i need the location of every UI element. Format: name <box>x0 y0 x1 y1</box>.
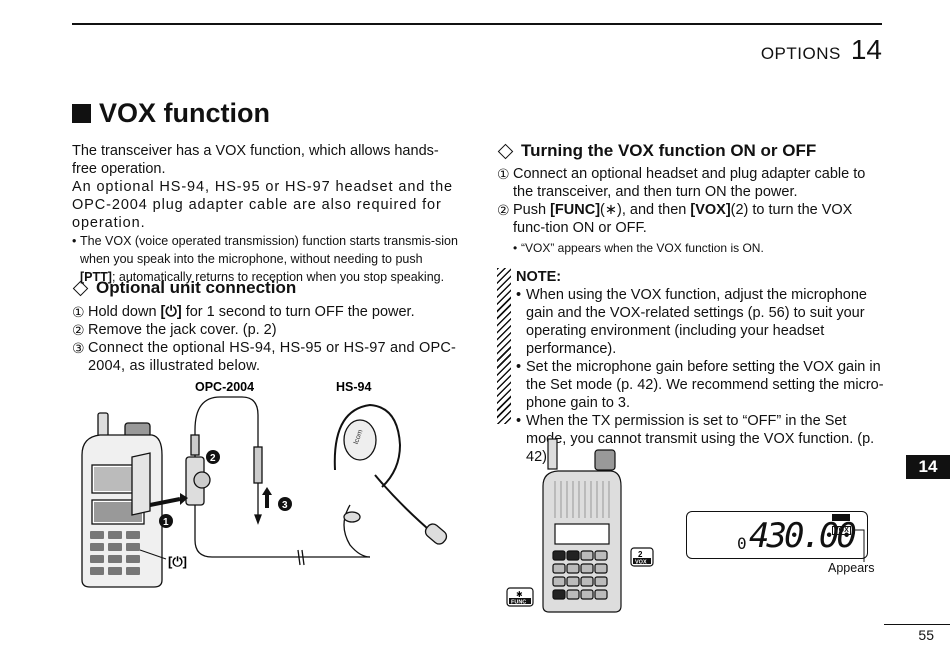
chapter-header: OPTIONS 14 <box>761 34 882 66</box>
step-number: ② <box>497 202 510 218</box>
note-item-3: •When the TX permission is set to “OFF” … <box>516 412 884 466</box>
turning-step-2: ② Push [FUNC](∗), and then [VOX](2) to t… <box>497 201 885 237</box>
turning-step-2-text-b: (∗), and then <box>600 202 691 218</box>
footer-rule <box>884 624 950 625</box>
diamond-icon <box>72 280 89 296</box>
optional-step-2: ② Remove the jack cover. (p. 2) <box>72 321 462 339</box>
step-number: ① <box>72 304 85 320</box>
callout-2-icon <box>206 450 220 464</box>
page-title-text: VOX function <box>99 98 270 128</box>
note-item-3-text: When the TX permission is set to “OFF” i… <box>526 413 875 465</box>
up-arrow-head-icon <box>262 487 272 495</box>
note-hatch-bar <box>497 268 511 424</box>
bullet-dot-icon: • <box>516 287 522 303</box>
vox-key-label: [VOX] <box>690 202 731 218</box>
note-item-2: •Set the microphone gain before setting … <box>516 358 884 412</box>
turning-step-1: ① Connect an optional headset and plug a… <box>497 165 885 201</box>
intro-bullet-text-a: The VOX (voice operated transmission) fu… <box>80 234 458 266</box>
power-button-label: [⏻] <box>168 554 187 569</box>
lcd-frequency: 430.00 <box>749 516 857 556</box>
mic-logo-text: Icom <box>353 429 365 446</box>
optional-step-3-text: Connect the optional HS-94, HS-95 or HS-… <box>88 340 457 374</box>
bullet-dot-icon: • <box>516 413 522 429</box>
bullet-dot-icon: • <box>513 241 518 255</box>
bullet-dot-icon: • <box>72 234 77 248</box>
optional-step-1-text-a: Hold down <box>88 304 161 320</box>
headset-drawing: Icom <box>333 403 448 558</box>
page-number: 55 <box>918 627 934 643</box>
optional-step-2-text: Remove the jack cover. (p. 2) <box>88 322 277 338</box>
turning-heading: Turning the VOX function ON or OFF <box>497 141 885 161</box>
power-key-label: [⏻] <box>160 304 182 320</box>
leader-line <box>139 549 167 560</box>
func-key-label-bg <box>509 598 531 604</box>
opc-2004-label: OPC-2004 <box>195 380 254 394</box>
note-item-2-text: Set the microphone gain before setting t… <box>526 359 884 411</box>
optional-unit-heading-text: Optional unit connection <box>96 278 297 297</box>
turning-step-2-text-a: Push <box>513 202 551 218</box>
step-number: ① <box>497 166 510 182</box>
page-title: VOX function <box>72 98 270 129</box>
vox-key-label-bg <box>633 558 651 564</box>
func-key-star: ✱ <box>516 590 523 599</box>
ptt-key-label: [PTT] <box>80 270 112 284</box>
intro-paragraph-1: The transceiver has a VOX function, whic… <box>72 143 439 177</box>
chapter-number: 14 <box>850 34 882 65</box>
optional-unit-section: Optional unit connection ① Hold down [⏻]… <box>72 278 462 375</box>
transceiver-keypad-illustration: 2 VOX ✱ FUNC <box>506 438 654 613</box>
turning-bullet: • “VOX” appears when the VOX function is… <box>497 239 885 257</box>
diamond-icon <box>497 143 514 159</box>
plug-adapter-drawing <box>185 396 370 566</box>
chapter-label: OPTIONS <box>760 44 841 63</box>
lcd-display: 0 430.00 VOX <box>686 511 868 559</box>
connection-illustration: OPC-2004 HS-94 Icom <box>81 380 448 588</box>
optional-unit-heading: Optional unit connection <box>72 278 462 298</box>
arrow-head-icon <box>180 493 188 505</box>
note-item-1-text: When using the VOX function, adjust the … <box>526 287 867 357</box>
turning-step-1-text: Connect an optional headset and plug ada… <box>513 166 866 200</box>
func-key-label: [FUNC] <box>550 202 601 218</box>
lcd-vox-indicator: VOX <box>832 526 851 535</box>
note-item-1: •When using the VOX function, adjust the… <box>516 286 884 358</box>
optional-step-1: ① Hold down [⏻] for 1 second to turn OFF… <box>72 303 462 321</box>
step-number: ③ <box>72 340 85 356</box>
turning-bullet-text: “VOX” appears when the VOX function is O… <box>521 241 764 255</box>
note-box: NOTE: •When using the VOX function, adju… <box>497 268 884 466</box>
intro-bullet: • The VOX (voice operated transmission) … <box>72 232 458 286</box>
arrow-icon <box>149 497 181 507</box>
vox-key-number: 2 <box>638 550 643 559</box>
signal-bars-icon <box>832 514 850 521</box>
callout-3-icon <box>278 497 292 511</box>
header-rule <box>72 23 882 25</box>
chapter-tab: 14 <box>906 455 950 479</box>
hs-94-label: HS-94 <box>336 380 371 394</box>
note-heading: NOTE: <box>516 269 562 285</box>
turning-step-2-text-c: (2) to turn the VOX func-tion ON or OFF. <box>513 202 853 236</box>
optional-step-3: ③ Connect the optional HS-94, HS-95 or H… <box>72 339 462 375</box>
turning-section: Turning the VOX function ON or OFF ① Con… <box>497 141 885 257</box>
vox-key-text: VOX <box>635 560 647 566</box>
intro-bullet-text-b: ; automatically returns to reception whe… <box>111 270 445 284</box>
func-key-text: FUNC <box>511 600 526 606</box>
appears-leader <box>852 529 865 562</box>
step-number: ② <box>72 322 85 338</box>
transceiver-drawing <box>81 412 163 588</box>
callout-1-text: 1 <box>163 517 169 528</box>
appears-label: Appears <box>828 561 875 575</box>
callout-2-text: 2 <box>210 453 216 464</box>
square-bullet-icon <box>72 104 91 123</box>
intro-paragraph-2: An optional HS-94, HS-95 or HS-97 headse… <box>72 179 454 231</box>
turning-heading-text: Turning the VOX function ON or OFF <box>521 141 817 160</box>
callout-3-text: 3 <box>282 500 288 511</box>
intro-section: The transceiver has a VOX function, whic… <box>72 142 458 286</box>
bullet-dot-icon: • <box>516 359 522 375</box>
lcd-prefix: 0 <box>737 534 747 553</box>
optional-step-1-text-b: for 1 second to turn OFF the power. <box>181 304 415 320</box>
callout-1-icon <box>159 514 173 528</box>
